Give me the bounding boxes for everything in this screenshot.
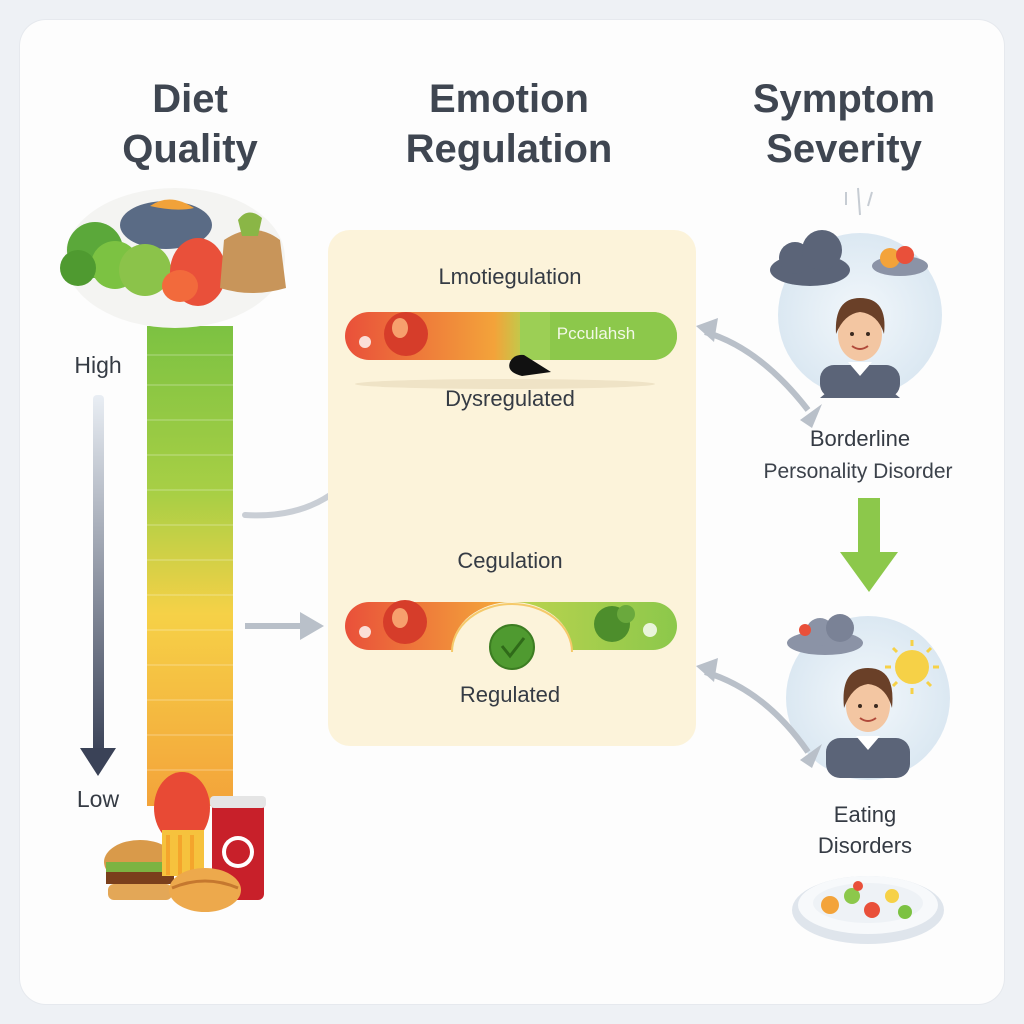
person-icon <box>826 668 910 778</box>
scale-low-label: Low <box>76 786 120 812</box>
bpd-link-arrow <box>704 329 811 412</box>
top-gauge-inner-text: Pcculahsh <box>556 324 636 343</box>
food-plate-icon <box>792 876 944 944</box>
bottom-gauge-title: Cegulation <box>457 548 563 573</box>
bpd-label-line1: Borderline <box>809 426 911 451</box>
person-icon <box>820 298 900 398</box>
storm-cloud-icon <box>770 230 928 286</box>
needle-icon <box>509 354 551 376</box>
sun-icon <box>885 640 939 694</box>
scale-arrow <box>80 395 116 776</box>
ed-illustration <box>786 614 950 780</box>
sparkle-icon <box>845 187 873 216</box>
dysregulation-gauge <box>345 312 677 389</box>
heading-symptom-severity: Symptom Severity <box>752 77 936 171</box>
regulated-label: Regulated <box>459 682 561 707</box>
bpd-label-line2: Personality Disorder <box>763 460 953 483</box>
ed-label-line1: Eating <box>833 802 897 827</box>
healthy-food-icon <box>60 188 286 328</box>
ed-link-arrow <box>704 669 811 754</box>
diet-quality-bar <box>147 326 233 806</box>
storm-cloud-icon <box>787 614 863 655</box>
heading-emotion-regulation: Emotion Regulation <box>405 77 613 171</box>
bpd-illustration <box>770 230 942 398</box>
check-icon <box>489 624 535 670</box>
dysregulated-label: Dysregulated <box>445 386 575 411</box>
fast-food-icon <box>104 772 266 912</box>
connector-arrow <box>245 612 324 640</box>
heading-diet-quality: Diet Quality <box>122 77 258 171</box>
scale-high-label: High <box>74 352 122 378</box>
top-gauge-title: Lmotiegulation <box>438 264 582 289</box>
ed-label-line2: Disorders <box>817 833 913 858</box>
green-down-arrow <box>840 498 898 592</box>
